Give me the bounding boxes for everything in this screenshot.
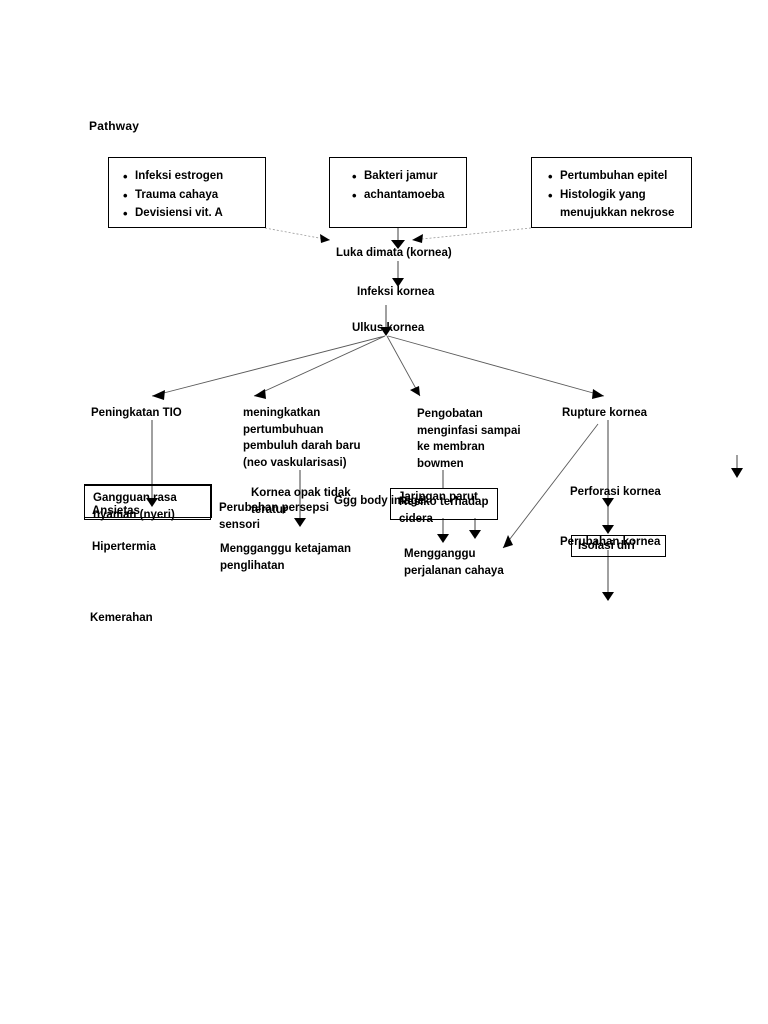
edge-ulcer-to-tio (151, 335, 386, 397)
arrowhead-ulcer-to-rupture (592, 389, 604, 399)
node-neovaskularisasi: meningkatkan pertumbuhuan pembuluh darah… (243, 407, 361, 470)
etiology-box-host-factors: Infeksi estrogen Trauma cahaya Devisiens… (108, 157, 266, 228)
outcome-kornea-opak: Kornea opak tidak teratur (251, 487, 351, 516)
etiology-box-histology: Pertumbuhan epitel Histologik yang menuj… (531, 157, 692, 228)
etiology-item: Histologik yang menujukkan nekrose (548, 185, 681, 223)
node-luka-dimata: Luka dimata (kornea) (336, 247, 452, 259)
edge-ulcer-to-treatment (386, 335, 421, 397)
node-rupture-kornea: Rupture kornea (562, 407, 647, 419)
etiology-item: Trauma cahaya (123, 185, 255, 206)
page-title: Pathway (89, 119, 140, 133)
etiology-item: Devisiensi vit. A (123, 203, 255, 224)
arrowhead-ulcer-to-tio (152, 390, 165, 400)
etiology-item: Pertumbuhan epitel (548, 166, 681, 187)
arrowhead-ulcer-to-neovasc (254, 389, 266, 399)
outcome-ansietas: Ansietas (92, 505, 140, 517)
arrowhead-change-down (602, 592, 614, 601)
outcome-mengganggu-perjalanan-cahaya: Mengganggu perjalanan cahaya (404, 548, 504, 577)
outcome-box-resiko-cidera: Resiko terhadap cidera (390, 488, 498, 525)
outcome-ggg-body-image: Ggg body image (334, 495, 425, 507)
etiology-item: achantamoeba (352, 185, 456, 206)
etiology-box-organisms: Bakteri jamur achantamoeba (329, 157, 467, 228)
outcome-kemerahan: Kemerahan (90, 612, 153, 624)
outcome-box-gangguan-rasa-nyaman: Gangguan rasa nyaman (nyeri) (84, 484, 212, 521)
edge-histology-to-injury (411, 227, 532, 241)
arrowhead-rupture-to-change (602, 525, 614, 534)
edge-ulcer-to-neovasc (253, 335, 386, 397)
node-ulkus-kornea: Ulkus kornea (352, 322, 425, 334)
outcome-perforasi-kornea: Perforasi kornea (570, 486, 661, 498)
arrowhead-risk-to-lightpath (437, 534, 449, 543)
outcome-perubahan-persepsi-sensori: Perubahan persepsi sensori (219, 502, 329, 531)
arrowhead-host-to-injury (320, 234, 330, 243)
arrowhead-histology-to-injury (412, 234, 423, 243)
arrowhead-ulcer-to-treatment (410, 386, 420, 396)
outcome-perubahan-kornea: Perubahan kornea (560, 536, 661, 548)
arrowhead-risk-secondary (469, 530, 481, 539)
edge-host-to-injury (264, 227, 331, 241)
node-peningkatan-tio: Peningkatan TIO (91, 407, 182, 419)
etiology-item: Bakteri jamur (352, 166, 456, 187)
outcome-hipertermia: Hipertermia (92, 541, 156, 553)
node-infeksi-kornea: Infeksi kornea (357, 286, 435, 298)
node-pengobatan-membran-bowmen: Pengobatan menginfasi sampai ke membran … (417, 408, 521, 471)
arrowhead-right-margin (731, 468, 743, 478)
outcome-ketajaman-penglihatan: Mengganggu ketajaman penglihatan (220, 543, 351, 572)
etiology-item: Infeksi estrogen (123, 166, 255, 187)
outcome-jaringan-parut: Jaringan parut (398, 491, 478, 503)
edge-ulcer-to-rupture (387, 335, 605, 397)
